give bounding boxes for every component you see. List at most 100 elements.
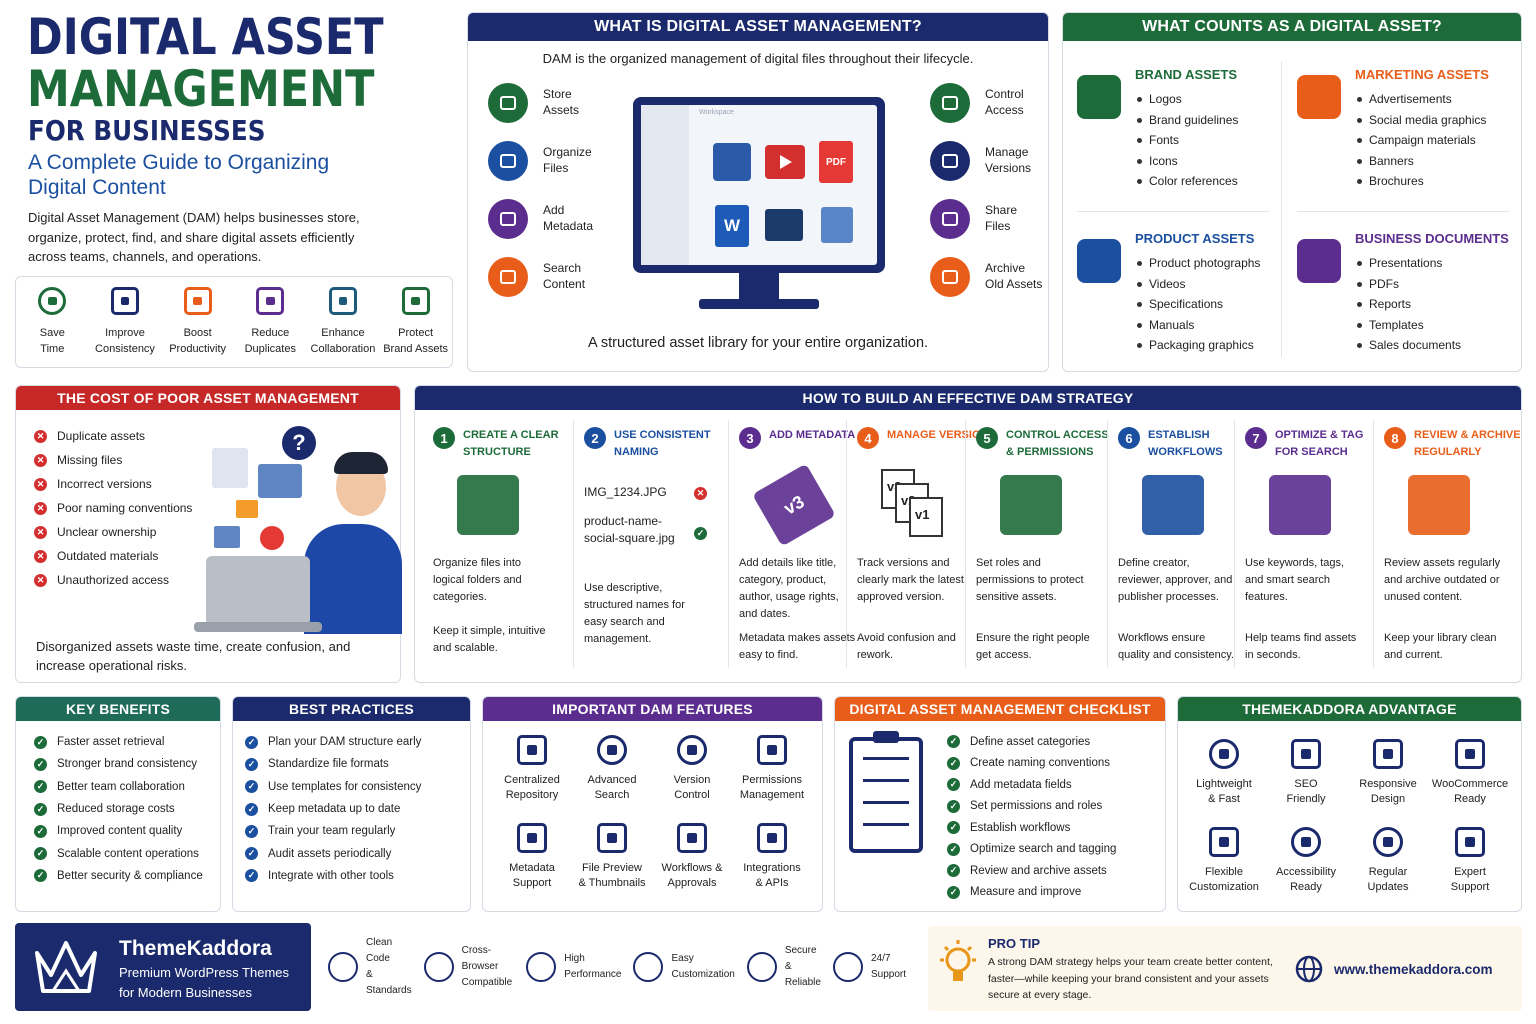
check-icon: ✓ bbox=[245, 757, 258, 771]
function-label: Add bbox=[543, 203, 565, 217]
step-title: CREATE A CLEAR STRUCTURE bbox=[463, 429, 559, 458]
check-item: ✓Review and archive assets bbox=[947, 860, 1116, 882]
asset-type-item: PDFs bbox=[1355, 274, 1461, 295]
step-description: Define creator, reviewer, approver, and … bbox=[1118, 557, 1233, 603]
refresh-icon bbox=[1373, 827, 1403, 857]
cost-item: ✕Unauthorized access bbox=[34, 568, 192, 592]
website-link[interactable]: www.themekaddora.com bbox=[1334, 962, 1493, 977]
function-label: Files bbox=[543, 161, 569, 175]
check-item: ✓Create naming conventions bbox=[947, 753, 1116, 775]
footer-feature-label: Reliable bbox=[784, 977, 821, 988]
check-icon: ✓ bbox=[947, 842, 960, 856]
puzzle-icon bbox=[757, 823, 787, 853]
check-item: ✓Faster asset retrieval bbox=[34, 731, 203, 753]
check-icon: ✓ bbox=[34, 735, 47, 749]
step-number: 7 bbox=[1245, 427, 1267, 449]
check-icon: ✓ bbox=[947, 735, 960, 749]
check-icon: ✓ bbox=[245, 869, 258, 883]
check-item: ✓Reduced storage costs bbox=[34, 798, 203, 820]
asset-type-item: Icons bbox=[1135, 151, 1238, 172]
clock-icon bbox=[38, 287, 67, 315]
asset-type-item: Color references bbox=[1135, 171, 1238, 192]
step-title: ESTABLISH WORKFLOWS bbox=[1148, 429, 1223, 458]
feature-label: Permissions bbox=[742, 774, 802, 786]
asset-type-item: Brand guidelines bbox=[1135, 110, 1238, 131]
x-mark-icon: ✕ bbox=[34, 477, 47, 491]
screen-sidebar bbox=[641, 105, 689, 265]
check-item-label: Better team collaboration bbox=[57, 780, 185, 793]
check-icon: ✓ bbox=[34, 802, 47, 816]
function-label: Search bbox=[543, 261, 582, 275]
feature-label: Version bbox=[673, 774, 711, 786]
word-file-icon: W bbox=[715, 205, 749, 247]
step-footnote: Ensure the right people get access. bbox=[976, 632, 1090, 661]
cost-item-label: Poor naming conventions bbox=[57, 501, 193, 515]
benefit-label: Reduce bbox=[251, 327, 290, 339]
seo-chart-icon bbox=[1291, 739, 1321, 769]
check-icon: ✓ bbox=[947, 821, 960, 835]
video-file-icon bbox=[765, 145, 805, 179]
what-is-dam-caption: A structured asset library for your enti… bbox=[587, 335, 929, 351]
function-label: Files bbox=[985, 219, 1011, 233]
asset-group-icon bbox=[1077, 239, 1121, 283]
feature-label: Approvals bbox=[667, 877, 717, 889]
function-label: Store bbox=[543, 87, 572, 101]
feature-label: Friendly bbox=[1286, 793, 1326, 805]
step-footnote: Metadata makes assets easy to find. bbox=[739, 632, 856, 661]
function-icon bbox=[488, 141, 528, 181]
speedometer-icon bbox=[1209, 739, 1239, 769]
check-item: ✓Better security & compliance bbox=[34, 865, 203, 887]
feature-label: Updates bbox=[1367, 881, 1409, 893]
check-item-label: Better security & compliance bbox=[57, 869, 203, 882]
asset-type-item: Brochures bbox=[1355, 171, 1486, 192]
headset-icon bbox=[832, 952, 863, 982]
feature-label: Workflows & bbox=[661, 862, 723, 874]
feature-label: WooCommerce bbox=[1431, 778, 1509, 790]
key-benefits-panel: KEY BENEFITS ✓Faster asset retrieval✓Str… bbox=[15, 696, 221, 912]
feature-label: Responsive bbox=[1359, 778, 1417, 790]
benefit-label: Enhance bbox=[321, 327, 365, 339]
cost-item: ✕Unclear ownership bbox=[34, 520, 192, 544]
brand-footer-block: ThemeKaddora Premium WordPress Themes fo… bbox=[15, 923, 311, 1011]
check-item-label: Scalable content operations bbox=[57, 847, 199, 860]
dam-features-title: IMPORTANT DAM FEATURES bbox=[483, 697, 822, 721]
footer-feature-label: Cross-Browser bbox=[461, 945, 499, 972]
step-illustration bbox=[457, 475, 519, 535]
what-is-dam-lead: DAM is the organized management of digit… bbox=[542, 51, 974, 66]
function-icon bbox=[488, 257, 528, 297]
cost-panel: THE COST OF POOR ASSET MANAGEMENT ✕Dupli… bbox=[15, 385, 402, 683]
pdf-file-icon: PDF bbox=[819, 141, 853, 183]
step-number: 3 bbox=[739, 427, 761, 449]
step-number: 6 bbox=[1118, 427, 1140, 449]
step-footnote: Keep your library clean and current. bbox=[1384, 632, 1497, 661]
check-item-label: Train your team regularly bbox=[268, 825, 396, 838]
check-item: ✓Set permissions and roles bbox=[947, 796, 1116, 818]
asset-group-icon bbox=[1077, 75, 1121, 119]
asset-type-item: Fonts bbox=[1135, 130, 1238, 151]
footer-feature: Secure &Reliable bbox=[746, 943, 821, 991]
step-number: 2 bbox=[584, 427, 606, 449]
check-icon: ✓ bbox=[245, 847, 258, 861]
function-label: Organize bbox=[543, 145, 592, 159]
step-illustration bbox=[1000, 475, 1062, 535]
sliders-icon bbox=[1209, 827, 1239, 857]
check-item-label: Use templates for consistency bbox=[268, 780, 422, 793]
check-icon: ✓ bbox=[947, 864, 960, 878]
step-illustration bbox=[1269, 475, 1331, 535]
good-filename: product-name-social-square.jpg bbox=[584, 514, 675, 545]
asset-type-item: Sales documents bbox=[1355, 335, 1461, 356]
check-item: ✓Establish workflows bbox=[947, 817, 1116, 839]
